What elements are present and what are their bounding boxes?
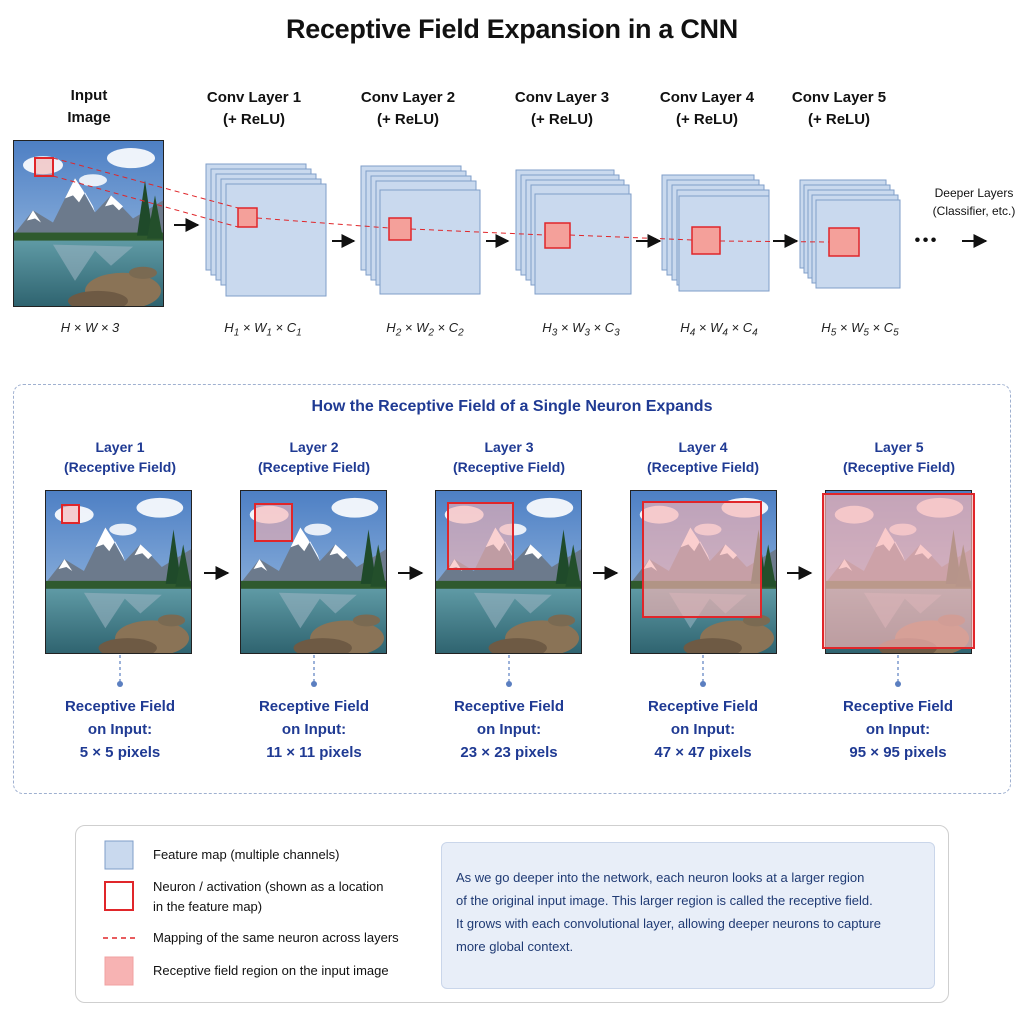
neuron-square-icon [104, 881, 134, 911]
diagram-title: Receptive Field Expansion in a CNN [286, 14, 738, 44]
rf-image-layer-2 [240, 490, 387, 654]
conv-layer-3-label: Conv Layer 3(+ ReLU) [514, 89, 610, 128]
rf-layer-5-title: Layer 5(Receptive Field) [842, 439, 956, 475]
feature-map-stack-4 [661, 174, 770, 292]
input-image-label: Input Image [49, 85, 129, 129]
layer-2-dims: H2 × W2 × C2 [386, 320, 464, 339]
deeper-layers-label: Deeper Layers(Classifier, etc.) [932, 186, 1016, 218]
neuron-layer-5 [828, 227, 860, 257]
pipeline-arrows [174, 218, 988, 248]
rf-region-layer-5 [822, 493, 975, 649]
rf-image-row [45, 490, 975, 687]
conv-layer-5-label: Conv Layer 5(+ ReLU) [791, 89, 887, 128]
conv-layer-1-label: Conv Layer 1(+ ReLU) [206, 89, 302, 128]
feature-map-stack-3 [515, 169, 632, 295]
conv-layer-2-label: Conv Layer 2(+ ReLU) [360, 89, 456, 128]
layer-4-dims: H4 × W4 × C4 [680, 320, 758, 339]
feature-map-stack-2 [360, 165, 481, 295]
rf-layer-3-title: Layer 3(Receptive Field) [452, 439, 566, 475]
neuron-layer-4 [691, 226, 721, 255]
legend-box [75, 825, 949, 1003]
legend-neuron: Neuron / activation (shown as a location… [153, 879, 384, 914]
neuron-layer-2 [388, 217, 412, 241]
panel-title: How the Receptive Field of a Single Neur… [311, 398, 713, 415]
legend-rf-region: Receptive field region on the input imag… [153, 963, 389, 978]
input-image [13, 140, 164, 307]
rf-region-layer-4 [642, 501, 762, 618]
rf-layer-2-title: Layer 2(Receptive Field) [257, 439, 371, 475]
rf-layer-4-title: Layer 4(Receptive Field) [646, 439, 760, 475]
input-label-line2: Image [67, 109, 111, 126]
rf-image-layer-5 [822, 490, 975, 654]
feature-map-stack-5 [799, 179, 901, 289]
layer-3-dims: H3 × W3 × C3 [542, 320, 620, 339]
feature-map-pipeline [52, 157, 988, 297]
conv-layer-4-label: Conv Layer 4(+ ReLU) [659, 89, 755, 128]
rf-image-layer-4 [630, 490, 777, 654]
neuron-layer-3 [544, 222, 571, 249]
input-neuron-region [34, 157, 54, 177]
input-label-line1: Input [70, 87, 108, 104]
layer-1-dims: H1 × W1 × C1 [224, 320, 302, 339]
explanation-note [441, 842, 935, 989]
legend-icons [103, 840, 137, 986]
rf-region-layer-2 [254, 503, 293, 542]
input-dims: H × W × 3 [60, 320, 120, 335]
neuron-layer-1 [237, 207, 258, 228]
rf-image-layer-1 [45, 490, 192, 654]
feature-map-stack-1 [205, 163, 327, 297]
rf-layer-1-title: Layer 1(Receptive Field) [63, 439, 177, 475]
rf-region-layer-3 [447, 502, 514, 570]
rf-image-layer-3 [435, 490, 582, 654]
rf-connectors [117, 655, 901, 687]
legend-mapping: Mapping of the same neuron across layers [153, 930, 399, 945]
rf-region-layer-1 [61, 504, 80, 524]
explanation-text: As we go deeper into the network, each n… [456, 870, 881, 954]
ellipsis: • • • [914, 232, 937, 249]
receptive-field-swatch-icon [104, 956, 134, 986]
feature-map-swatch-icon [104, 840, 134, 870]
legend-feature-map: Feature map (multiple channels) [153, 847, 340, 862]
layer-5-dims: H5 × W5 × C5 [821, 320, 899, 339]
receptive-field-panel [13, 384, 1011, 794]
